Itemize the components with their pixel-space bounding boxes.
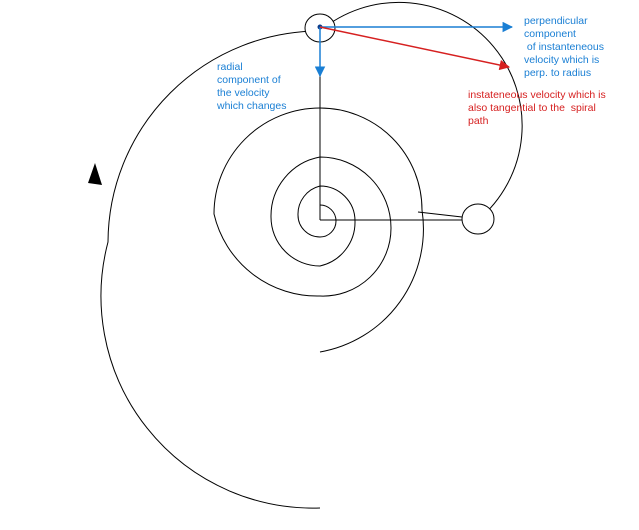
spiral-path (100, 1, 523, 509)
instantaneous-velocity-label: instateneous velocity which is also tang… (468, 89, 606, 127)
radial-component-label: radial component of the velocity which c… (217, 61, 287, 112)
instantaneous-velocity-arrow (319, 26, 511, 71)
particle-right (461, 203, 495, 235)
spiral-tail-segment (417, 211, 463, 218)
direction-arrowhead (88, 163, 102, 185)
perpendicular-component-label: perpendicular component of instanteneous… (524, 15, 604, 79)
